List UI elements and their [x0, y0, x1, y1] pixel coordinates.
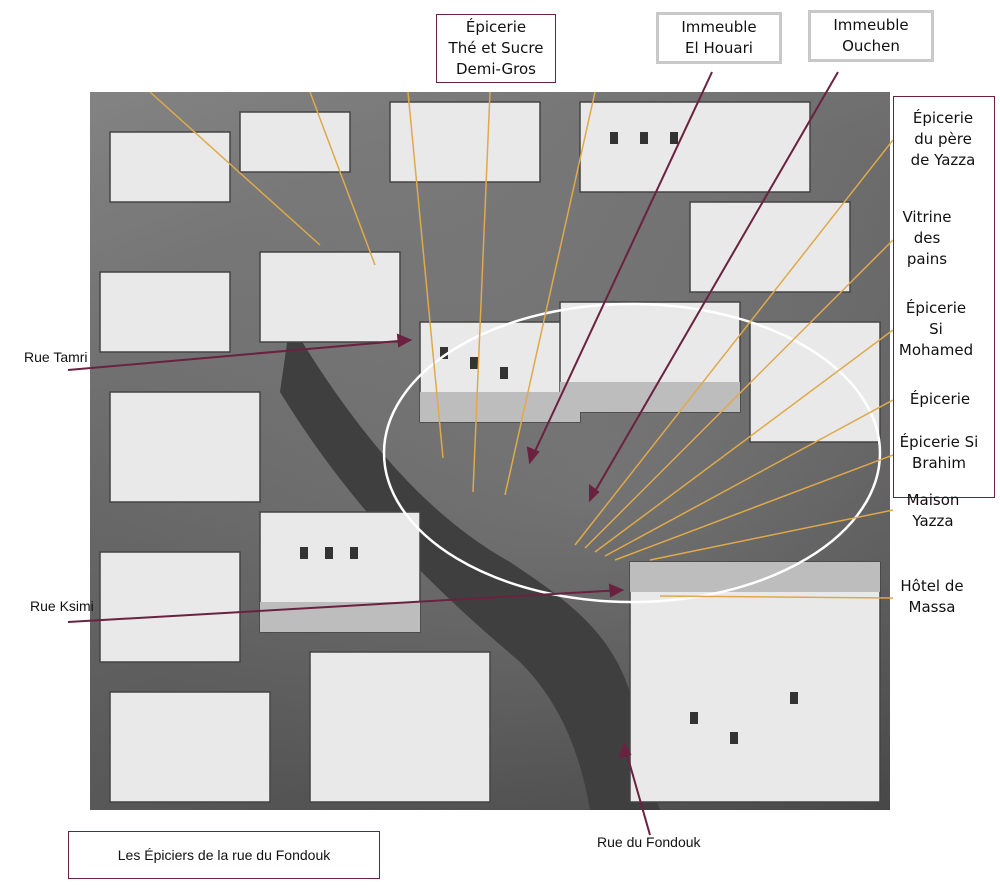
figure-caption: Les Épiciers de la rue du Fondouk	[68, 831, 380, 879]
label-epicerie-pere-yazza: Épicerie du père de Yazza	[910, 109, 976, 169]
aerial-photo	[90, 92, 890, 810]
rooftops-illustration	[99, 101, 881, 810]
label-rue-du-fondouk: Rue du Fondouk	[597, 834, 701, 850]
label-epicerie-si-brahim: Épicerie Si Brahim	[899, 433, 979, 472]
label-epicerie: Épicerie	[909, 390, 971, 408]
label-vitrine-pains: Vitrine des pains	[902, 208, 952, 268]
label-rue-ksimi: Rue Ksimi	[30, 598, 94, 614]
label-rue-tamri: Rue Tamri	[24, 349, 88, 365]
label-epicerie-the-sucre: Épicerie Thé et Sucre Demi-Gros	[436, 14, 556, 83]
label-maison-yazza: Maison Yazza	[906, 491, 960, 530]
label-hotel-de-massa: Hôtel de Massa	[900, 577, 964, 616]
label-epicerie-si-mohamed: Épicerie Si Mohamed	[898, 299, 974, 359]
right-labels-box	[893, 96, 995, 498]
label-immeuble-el-houari: Immeuble El Houari	[656, 12, 782, 64]
label-immeuble-ouchen: Immeuble Ouchen	[808, 10, 934, 62]
